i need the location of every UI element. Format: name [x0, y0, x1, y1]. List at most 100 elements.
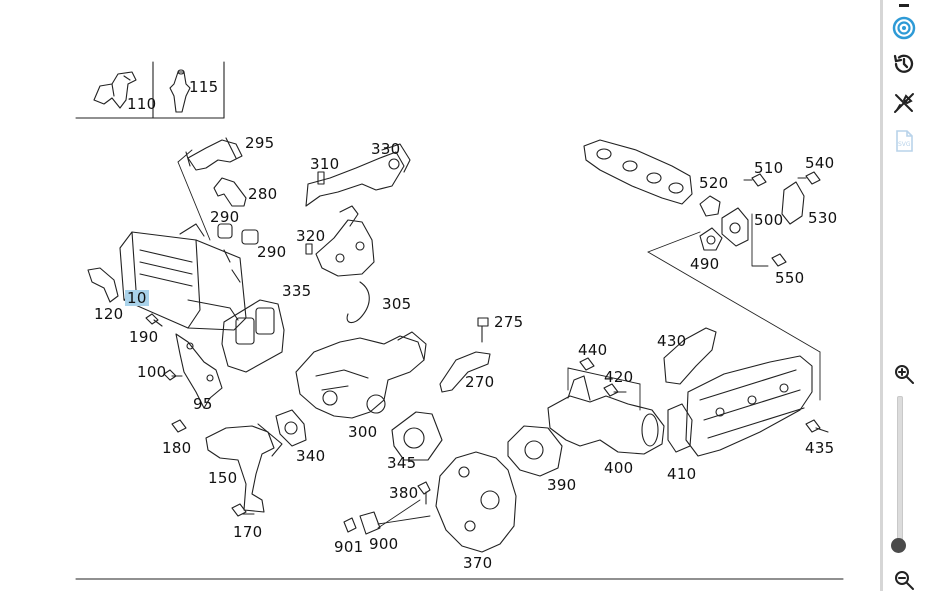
top-cut-icon — [890, 0, 918, 14]
bolt-510-drawing — [743, 173, 767, 187]
pipe-150-drawing — [205, 423, 283, 513]
part-label-435[interactable]: 435 — [805, 439, 835, 457]
gasket-410-drawing — [667, 403, 693, 453]
clamp-290-drawing — [217, 223, 259, 245]
parts-diagram-canvas[interactable]: 110 115 295 330 310 280 290 290 320 335 … — [0, 0, 880, 591]
legend-110-drawing — [93, 71, 137, 109]
part-label-190[interactable]: 190 — [129, 328, 159, 346]
part-label-270[interactable]: 270 — [465, 373, 495, 391]
part-label-380[interactable]: 380 — [389, 484, 419, 502]
part-label-335[interactable]: 335 — [282, 282, 312, 300]
legend-label-115[interactable]: 115 — [189, 78, 219, 96]
part-label-390[interactable]: 390 — [547, 476, 577, 494]
zoom-out-icon[interactable] — [890, 566, 918, 594]
shield-430-drawing — [663, 327, 717, 385]
svg-text:SVG: SVG — [898, 141, 911, 148]
gasket-345-drawing — [391, 411, 443, 461]
part-label-510[interactable]: 510 — [754, 159, 784, 177]
bolt-440-drawing — [579, 357, 595, 371]
right-toolbar: SVG — [880, 0, 929, 591]
part-label-490[interactable]: 490 — [690, 255, 720, 273]
zoom-slider-track[interactable] — [897, 396, 903, 550]
part-label-410[interactable]: 410 — [667, 465, 697, 483]
part-label-430[interactable]: 430 — [657, 332, 687, 350]
part-label-290-lower[interactable]: 290 — [257, 243, 287, 261]
flange-500-drawing — [721, 207, 749, 247]
zoom-in-icon[interactable] — [890, 360, 918, 388]
bolt-540-drawing — [797, 171, 821, 185]
diagram-drawing — [75, 61, 844, 580]
part-label-310[interactable]: 310 — [310, 155, 340, 173]
bolt-100-drawing — [163, 369, 183, 381]
part-label-95[interactable]: 95 — [193, 395, 213, 413]
zoom-slider-thumb[interactable] — [891, 538, 906, 553]
part-label-530[interactable]: 530 — [808, 209, 838, 227]
gasket-520-drawing — [699, 195, 721, 217]
part-label-295[interactable]: 295 — [245, 134, 275, 152]
part-label-340[interactable]: 340 — [296, 447, 326, 465]
bolt-550-drawing — [771, 253, 787, 267]
part-label-300[interactable]: 300 — [348, 423, 378, 441]
part-label-320[interactable]: 320 — [296, 227, 326, 245]
part-label-170[interactable]: 170 — [233, 523, 263, 541]
unpin-icon[interactable] — [890, 89, 918, 117]
part-label-420[interactable]: 420 — [604, 368, 634, 386]
part-label-550[interactable]: 550 — [775, 269, 805, 287]
bolt-275-drawing — [477, 317, 489, 343]
part-label-100[interactable]: 100 — [137, 363, 167, 381]
part-label-305[interactable]: 305 — [382, 295, 412, 313]
bracket-270-drawing — [439, 351, 491, 393]
svg-export-icon[interactable]: SVG — [890, 127, 918, 155]
part-label-120[interactable]: 120 — [94, 305, 124, 323]
oring-305-drawing — [346, 281, 370, 324]
valve-block-drawing — [315, 205, 375, 277]
history-icon[interactable] — [890, 50, 918, 78]
toolbar-divider — [880, 0, 883, 591]
bolt-435-drawing — [805, 419, 829, 433]
legend-115-drawing — [169, 69, 191, 113]
part-label-150[interactable]: 150 — [208, 469, 238, 487]
part-label-520[interactable]: 520 — [699, 174, 729, 192]
part-label-370[interactable]: 370 — [463, 554, 493, 572]
bolt-190-drawing — [145, 313, 163, 327]
legend-label-110[interactable]: 110 — [127, 95, 157, 113]
part-label-901[interactable]: 901 — [334, 538, 364, 556]
part-label-280[interactable]: 280 — [248, 185, 278, 203]
target-icon[interactable] — [890, 14, 918, 42]
screw-310-drawing — [317, 171, 325, 185]
hose-280-drawing — [213, 177, 247, 207]
bracket-95-drawing — [175, 333, 223, 409]
bracket-530-drawing — [781, 181, 805, 225]
part-label-400[interactable]: 400 — [604, 459, 634, 477]
part-label-540[interactable]: 540 — [805, 154, 835, 172]
gasket-335-drawing — [221, 299, 285, 373]
bolt-170-drawing — [231, 503, 255, 517]
gasket-490-drawing — [699, 227, 723, 251]
part-label-900[interactable]: 900 — [369, 535, 399, 553]
legend-box — [75, 61, 225, 119]
part-label-10[interactable]: 10 — [125, 289, 149, 307]
bolt-180-drawing — [171, 419, 187, 433]
egr-cooler-drawing — [119, 223, 247, 331]
part-label-330[interactable]: 330 — [371, 140, 401, 158]
bracket-120-drawing — [87, 267, 119, 303]
bolt-420-drawing — [603, 383, 627, 397]
sensor-900-drawing — [343, 511, 381, 535]
manifold-400-drawing — [547, 375, 665, 455]
screw-320-drawing — [305, 243, 313, 255]
exhaust-manifold-drawing — [583, 139, 693, 205]
part-label-275[interactable]: 275 — [494, 313, 524, 331]
actuator-330-drawing — [305, 143, 411, 207]
part-label-500[interactable]: 500 — [754, 211, 784, 229]
part-label-345[interactable]: 345 — [387, 454, 417, 472]
part-label-290-upper[interactable]: 290 — [210, 208, 240, 226]
pipe-295-drawing — [185, 137, 243, 171]
part-label-440[interactable]: 440 — [578, 341, 608, 359]
part-label-180[interactable]: 180 — [162, 439, 192, 457]
gasket-340-drawing — [275, 409, 307, 447]
leader-lines — [177, 149, 821, 529]
manifold-right-drawing — [685, 355, 813, 457]
housing-370-drawing — [435, 451, 517, 553]
gasket-390-drawing — [507, 425, 563, 477]
bolt-380-drawing — [417, 481, 431, 505]
